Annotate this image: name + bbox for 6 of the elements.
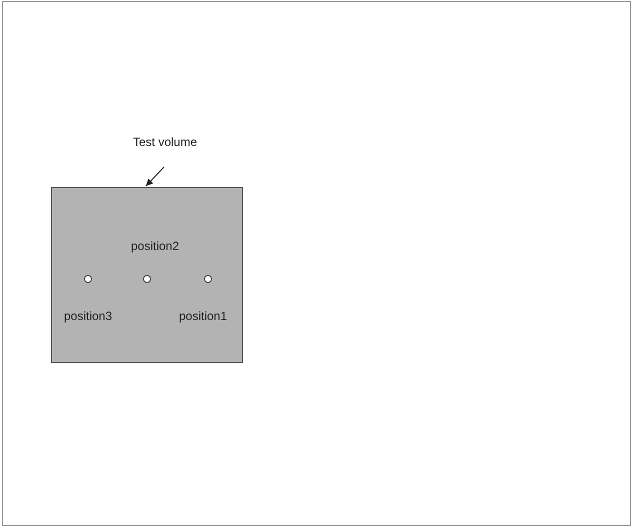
position-label: position2 — [130, 239, 180, 253]
test-volume-box — [51, 187, 243, 363]
leader-arrow — [146, 166, 164, 186]
position-label: position1 — [178, 309, 228, 323]
callout-text: Test volume — [133, 135, 198, 149]
position-label: position3 — [64, 309, 112, 323]
